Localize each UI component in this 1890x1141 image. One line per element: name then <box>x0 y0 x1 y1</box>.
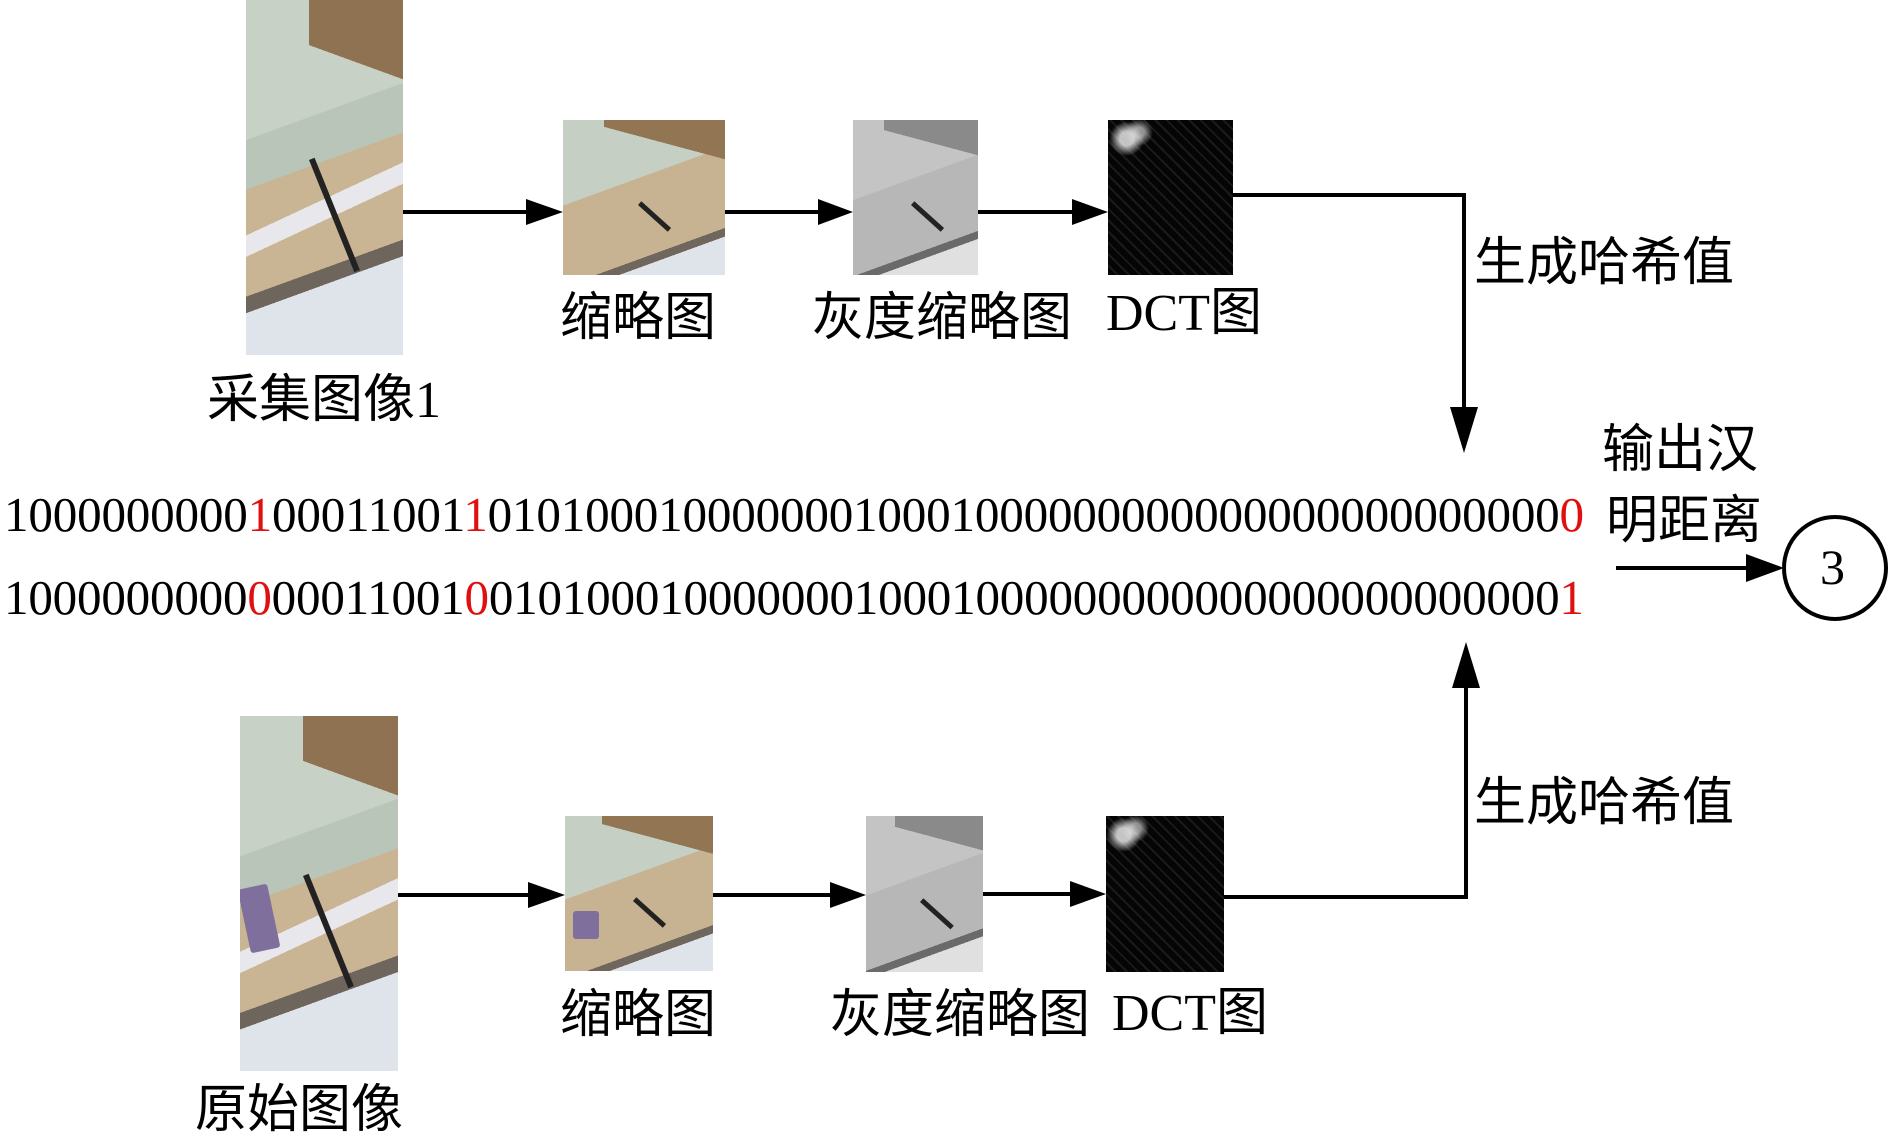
hash-segment: 1000000000 <box>4 487 248 542</box>
hamming-distance-value: 3 <box>1820 539 1845 595</box>
top-hash-connector <box>1233 193 1466 420</box>
top-thumbnail-label: 缩略图 <box>560 290 717 347</box>
arrowhead-icon <box>818 199 853 225</box>
bottom-thumbnail-label: 缩略图 <box>560 987 717 1044</box>
top-thumbnail-image <box>563 120 725 275</box>
top-grayscale-label: 灰度缩略图 <box>812 290 1073 347</box>
bottom-thumbnail-image <box>565 816 713 971</box>
hash-diff-bit: 1 <box>463 487 488 542</box>
output-label-line1: 输出汉 <box>1602 422 1759 479</box>
arrowhead-icon <box>1072 199 1108 225</box>
bottom-dct-label: DCT图 <box>1112 985 1269 1042</box>
arrowhead-icon <box>528 882 565 908</box>
result-circle <box>1782 515 1888 621</box>
original-image <box>240 716 398 1071</box>
hash-segment: 00011001 <box>272 487 464 542</box>
captured-image-1 <box>246 0 403 355</box>
arrowhead-icon <box>1746 554 1784 582</box>
bottom-dct-image <box>1106 816 1224 972</box>
arrowhead-icon <box>526 199 563 225</box>
hash-diff-bit: 0 <box>1559 487 1585 542</box>
bottom-hash-step-label: 生成哈希值 <box>1474 775 1735 832</box>
arrowhead-icon <box>830 882 866 908</box>
top-hash-step-label: 生成哈希值 <box>1474 235 1735 292</box>
hash-diff-bit: 0 <box>247 570 272 625</box>
bottom-grayscale-label: 灰度缩略图 <box>830 987 1091 1044</box>
bottom-grayscale-thumbnail-image <box>866 816 983 972</box>
top-dct-image <box>1108 120 1233 275</box>
top-grayscale-thumbnail-image <box>853 120 978 275</box>
arrowhead-icon <box>1452 642 1480 688</box>
hash-diff-bit: 1 <box>1559 570 1584 625</box>
purple-object <box>573 911 599 939</box>
hash-segment: 0101000100000001000100000000000000000000… <box>488 570 1560 625</box>
hash-row-original: 1000000000000011001001010001000000010001… <box>4 573 1584 622</box>
captured-image-label: 采集图像1 <box>207 372 442 429</box>
arrowhead-icon <box>1450 407 1478 453</box>
hash-segment: 0101000100000001000100000000000000000000… <box>487 487 1560 542</box>
bottom-hash-connector <box>1224 675 1468 899</box>
hash-diff-bit: 0 <box>464 570 490 625</box>
output-label-line2: 明距离 <box>1606 493 1763 550</box>
hash-segment: 1000000000 <box>4 570 248 625</box>
arrowhead-icon <box>1070 881 1106 907</box>
hash-row-captured: 1000000000100011001101010001000000010001… <box>4 490 1584 539</box>
hash-diff-bit: 1 <box>247 487 273 542</box>
top-dct-label: DCT图 <box>1106 285 1263 342</box>
hash-segment: 00011001 <box>271 570 465 625</box>
original-image-label: 原始图像 <box>195 1082 404 1139</box>
